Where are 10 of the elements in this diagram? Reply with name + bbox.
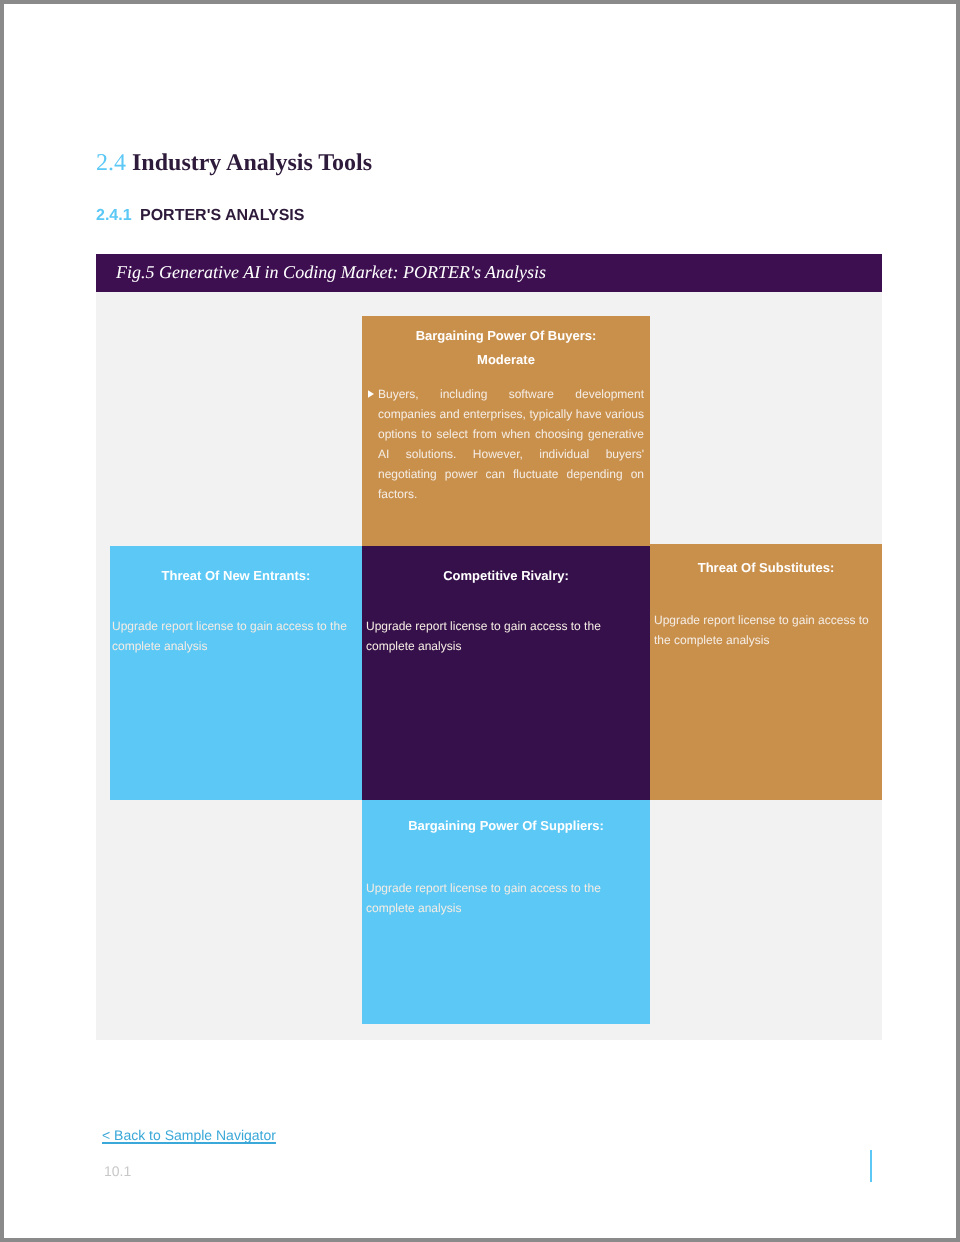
suppliers-box [362,800,650,1024]
section-number: 2.4 [96,146,126,180]
rivalry-box [362,546,650,800]
buyers-box [362,316,650,546]
figure-title: Fig.5 Generative AI in Coding Market: PORTER's Analysis [96,254,882,294]
subsection-number: 2.4.1 [96,204,132,228]
subsection-heading: PORTER'S ANALYSIS [140,204,305,228]
section-heading: Industry Analysis Tools [132,146,373,180]
substitutes-box [650,544,882,800]
new-entrants-box [110,546,362,800]
